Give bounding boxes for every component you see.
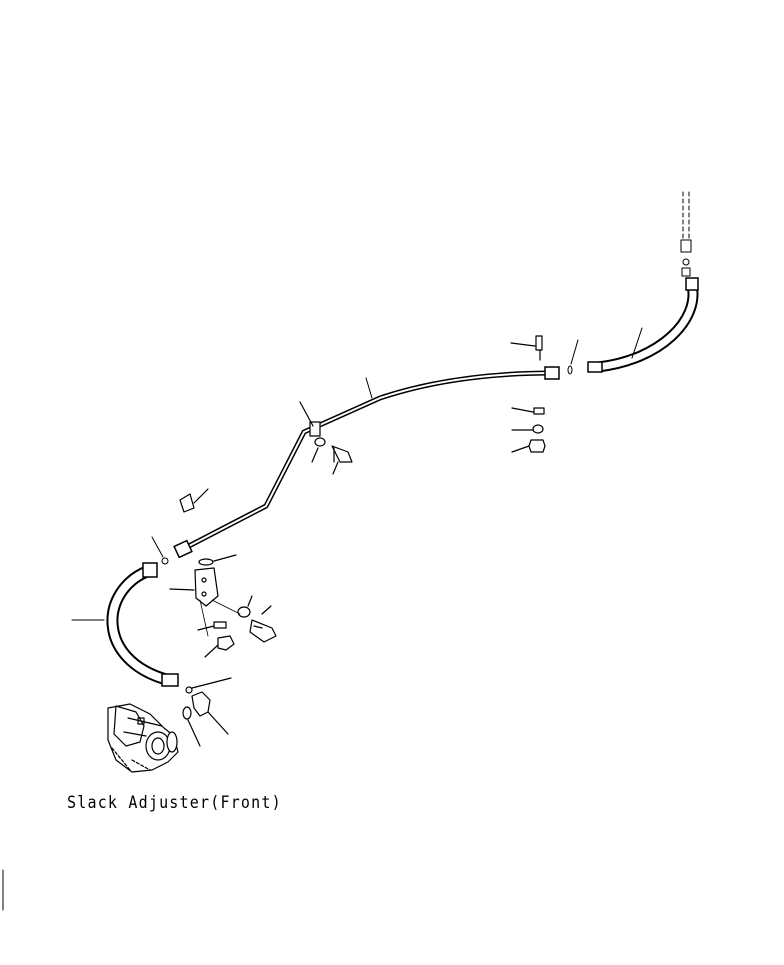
oring-left [151, 536, 169, 565]
union-oring [567, 339, 579, 375]
right-fittings-stack [510, 335, 546, 453]
tube-clamp-assembly [299, 401, 353, 475]
mounting-bracket-assembly [169, 554, 277, 658]
main-brake-tube [173, 366, 560, 559]
lower-flexible-hose [71, 562, 179, 687]
upper-flexible-hose [587, 277, 699, 373]
tube-clip-left [179, 488, 209, 513]
diagram-caption: Slack Adjuster(Front) [67, 792, 282, 813]
upper-hose-continuation [680, 191, 692, 277]
elbow-fitting-assembly [182, 677, 232, 747]
slack-adjuster-body [107, 703, 179, 773]
